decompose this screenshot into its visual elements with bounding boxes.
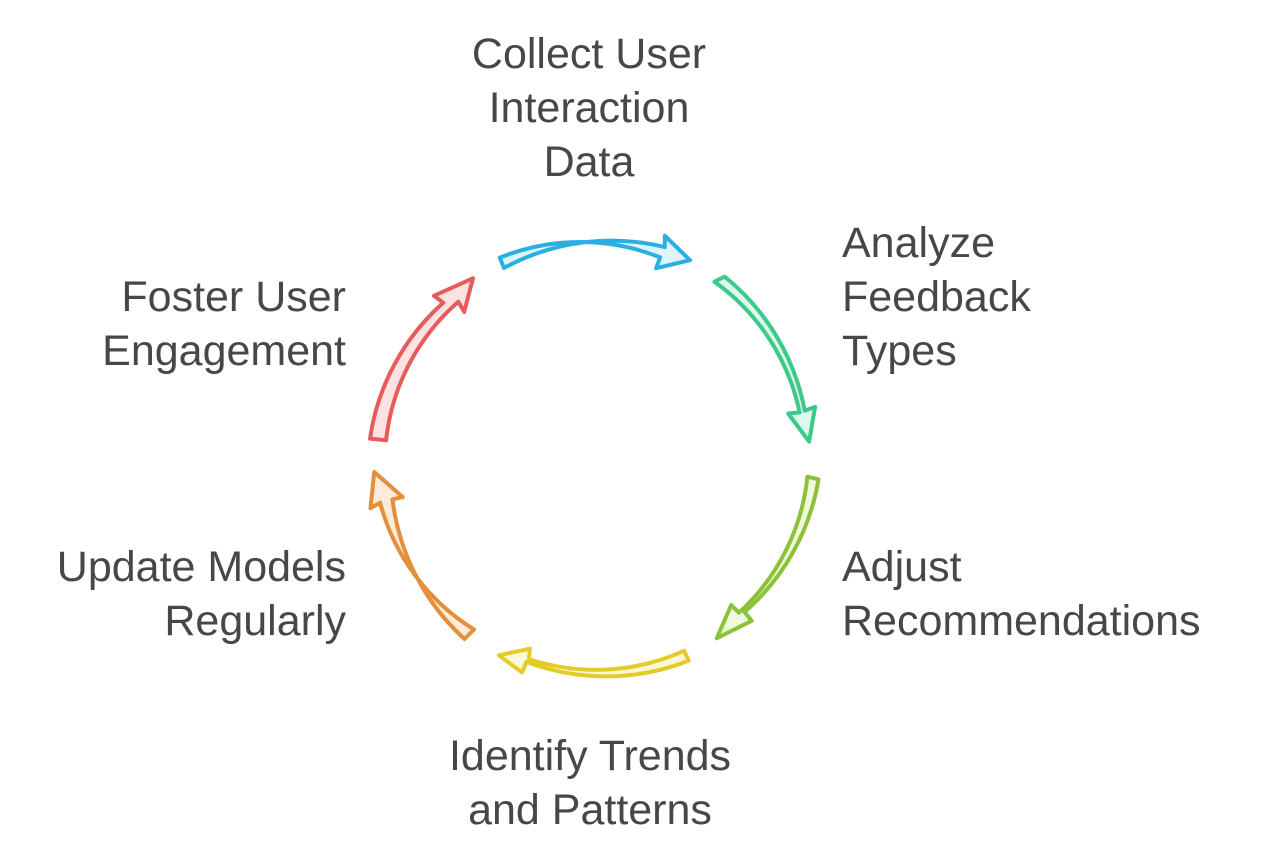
step-label-line: Interaction — [488, 84, 690, 132]
step-label-analyze: Analyze Feedback Types — [842, 216, 1031, 378]
step-label-collect: Collect User Interaction Data — [472, 27, 706, 189]
step-label-line: Update Models — [56, 543, 346, 591]
arrow-analyze-shape — [712, 274, 818, 444]
step-label-line: Regularly — [164, 597, 346, 645]
step-label-update: Update Models Regularly — [57, 540, 346, 648]
arrow-analyze — [712, 274, 818, 444]
arrow-update — [368, 470, 476, 641]
arrow-identify-shape — [496, 646, 691, 679]
step-label-line: Feedback — [842, 273, 1031, 321]
arrow-identify — [496, 646, 691, 679]
step-label-line: and Patterns — [468, 786, 712, 834]
step-label-foster: Foster User Engagement — [102, 270, 346, 378]
step-label-line: Recommendations — [842, 597, 1201, 645]
step-label-identify: Identify Trends and Patterns — [449, 729, 731, 837]
step-label-line: Types — [842, 327, 957, 375]
step-label-line: Adjust — [842, 543, 962, 591]
step-label-line: Collect User — [471, 30, 707, 78]
step-label-line: Identify Trends — [448, 732, 732, 780]
arrow-collect — [497, 233, 692, 271]
step-label-adjust: Adjust Recommendations — [842, 540, 1201, 648]
arrow-update-shape — [368, 470, 476, 641]
step-label-line: Analyze — [842, 219, 995, 267]
step-label-line: Engagement — [102, 327, 346, 375]
step-label-line: Foster User — [121, 273, 346, 321]
arrow-foster-shape — [368, 276, 475, 443]
arrow-adjust — [714, 474, 821, 641]
arrow-adjust-shape — [714, 474, 821, 641]
step-label-line: Data — [543, 138, 635, 186]
arrow-foster — [368, 276, 475, 443]
arrow-collect-shape — [497, 233, 692, 271]
